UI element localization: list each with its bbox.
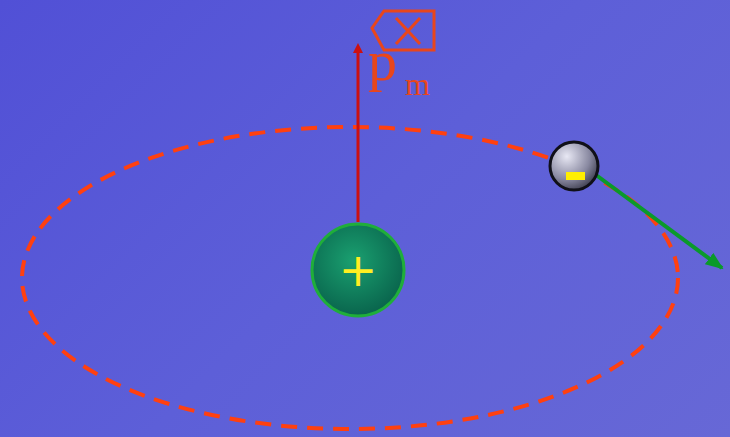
orbit xyxy=(22,127,678,429)
moment-subscript: m xyxy=(405,68,430,100)
moment-symbol: p xyxy=(368,32,397,90)
moment-arrow xyxy=(357,48,360,222)
nucleus: + xyxy=(310,222,406,318)
electron xyxy=(550,142,598,190)
minus-sign xyxy=(566,172,585,180)
charge-sign: + xyxy=(310,222,406,318)
velocity-arrow xyxy=(592,172,722,268)
